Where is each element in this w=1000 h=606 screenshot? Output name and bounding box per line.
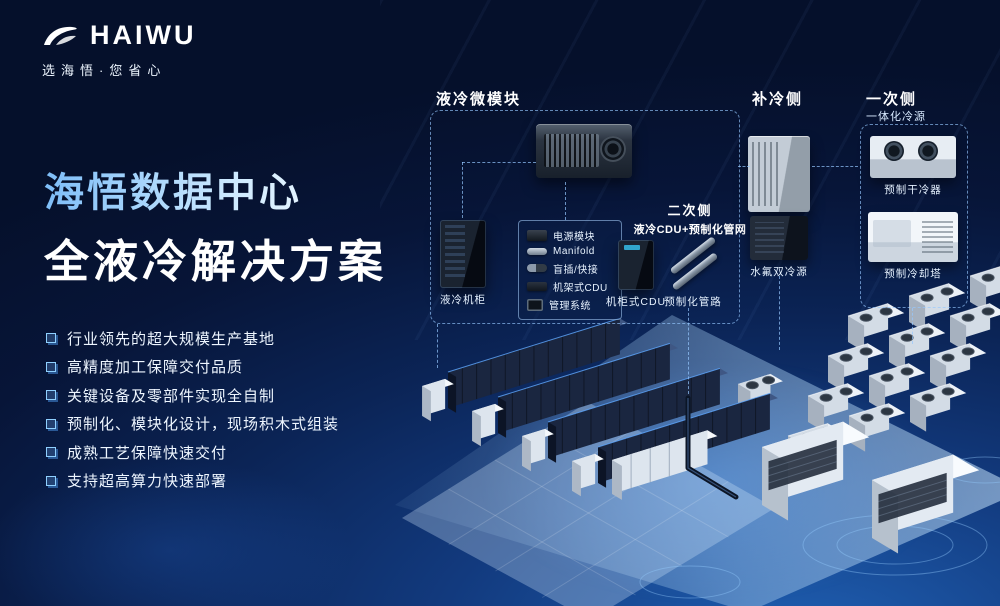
- bullet-cube-icon: [46, 447, 56, 458]
- component-row: 盲插/快接: [527, 261, 613, 276]
- section-title-primary-side: 一次侧: [866, 91, 918, 108]
- section-title-micro-module: 液冷微模块: [436, 91, 522, 108]
- section-subtitle-secondary-side: 液冷CDU+预制化管网: [633, 224, 747, 236]
- feature-item: 支持超高算力快速部署: [46, 467, 339, 496]
- prefab-dry-cooler-image: [870, 136, 956, 178]
- section-title-supplemental-side: 补冷侧: [752, 91, 804, 108]
- cabinet-vents: [754, 222, 784, 253]
- cabinet-cdu-image: [618, 240, 654, 290]
- feature-text: 高精度加工保障交付品质: [67, 359, 244, 377]
- component-row: 机架式CDU: [527, 279, 613, 294]
- manifold-icon: [527, 248, 547, 256]
- connector-line: [812, 166, 858, 167]
- label-water-fluorine-dual-source: 水氟双冷源: [750, 266, 808, 278]
- component-label: 盲插/快接: [553, 264, 599, 276]
- feature-text: 行业领先的超大规模生产基地: [67, 330, 276, 348]
- connector-line: [462, 162, 463, 218]
- bullet-cube-icon: [46, 361, 56, 372]
- cdu-screen: [624, 245, 640, 250]
- headline: 海悟数据中心 全液冷解决方案: [44, 160, 387, 290]
- feature-item: 预制化、模块化设计，现场积木式组装: [46, 410, 339, 439]
- feature-item: 行业领先的超大规模生产基地: [46, 324, 339, 353]
- section-subtitle-primary-side: 一体化冷源: [866, 111, 926, 123]
- feature-item: 高精度加工保障交付品质: [46, 353, 339, 382]
- connector-line: [437, 324, 438, 368]
- tower-grille: [922, 218, 953, 253]
- dual-cooling-source-upper-image: [748, 136, 810, 212]
- feature-list: 行业领先的超大规模生产基地 高精度加工保障交付品质 关键设备及零部件实现全自制 …: [46, 324, 339, 495]
- micro-module-unit-image: [536, 124, 632, 178]
- connector-line: [462, 162, 536, 163]
- prefab-piping-image: [666, 236, 722, 291]
- component-label: 管理系统: [549, 301, 591, 312]
- cabinet-vents: [444, 225, 465, 282]
- feature-text: 预制化、模块化设计，现场积木式组装: [67, 416, 340, 434]
- quick-connector-icon: [527, 264, 547, 272]
- feature-item: 关键设备及零部件实现全自制: [46, 381, 339, 410]
- bullet-cube-icon: [46, 390, 56, 401]
- connector-line: [912, 308, 913, 344]
- bullet-cube-icon: [46, 333, 56, 344]
- label-prefab-dry-cooler: 预制干冷器: [884, 184, 942, 196]
- bullet-cube-icon: [46, 418, 56, 429]
- rack-cdu-icon: [527, 281, 547, 291]
- section-title-secondary-side: 二次侧: [667, 203, 713, 218]
- tower-panel: [873, 219, 912, 247]
- brand-wave-icon: [44, 26, 77, 45]
- unit-grille: [543, 133, 600, 168]
- brand-logo: HAIWU 选海悟·您省心: [42, 20, 196, 79]
- feature-text: 关键设备及零部件实现全自制: [67, 387, 276, 405]
- connector-line: [688, 308, 689, 394]
- label-liquid-cooling-cabinet: 液冷机柜: [440, 294, 486, 306]
- label-prefab-piping: 预制化管路: [664, 296, 722, 308]
- brand-name: HAIWU: [90, 20, 197, 50]
- fan-icon: [918, 141, 938, 161]
- feature-item: 成熟工艺保障快速交付: [46, 438, 339, 467]
- prefab-cooling-tower-image: [868, 212, 958, 262]
- dual-cooling-source-lower-image: [750, 216, 808, 260]
- power-module-icon: [527, 230, 547, 241]
- component-label: 电源模块: [553, 232, 595, 243]
- component-label: Manifold: [553, 246, 595, 258]
- component-label: 机架式CDU: [553, 282, 608, 294]
- headline-line2: 全液冷解决方案: [44, 236, 388, 287]
- connector-line: [779, 276, 780, 350]
- connector-line: [565, 182, 566, 220]
- component-row: Manifold: [527, 246, 613, 257]
- liquid-cooling-cabinet-image: [440, 220, 486, 288]
- feature-text: 支持超高算力快速部署: [67, 473, 228, 491]
- bullet-cube-icon: [46, 475, 56, 486]
- section-secondary-side: 二次侧 液冷CDU+预制化管网: [622, 200, 758, 237]
- label-prefab-cooling-tower: 预制冷却塔: [884, 268, 942, 280]
- brand-tagline: 选海悟·您省心: [42, 63, 167, 78]
- component-row: 电源模块: [527, 228, 613, 243]
- connector-line: [738, 166, 750, 167]
- headline-line1: 海悟数据中心: [44, 160, 387, 218]
- management-system-icon: [527, 298, 543, 311]
- unit-fan-icon: [600, 135, 627, 162]
- cabinet-louvers: [752, 142, 781, 206]
- feature-text: 成熟工艺保障快速交付: [67, 444, 228, 462]
- fan-icon: [884, 141, 904, 161]
